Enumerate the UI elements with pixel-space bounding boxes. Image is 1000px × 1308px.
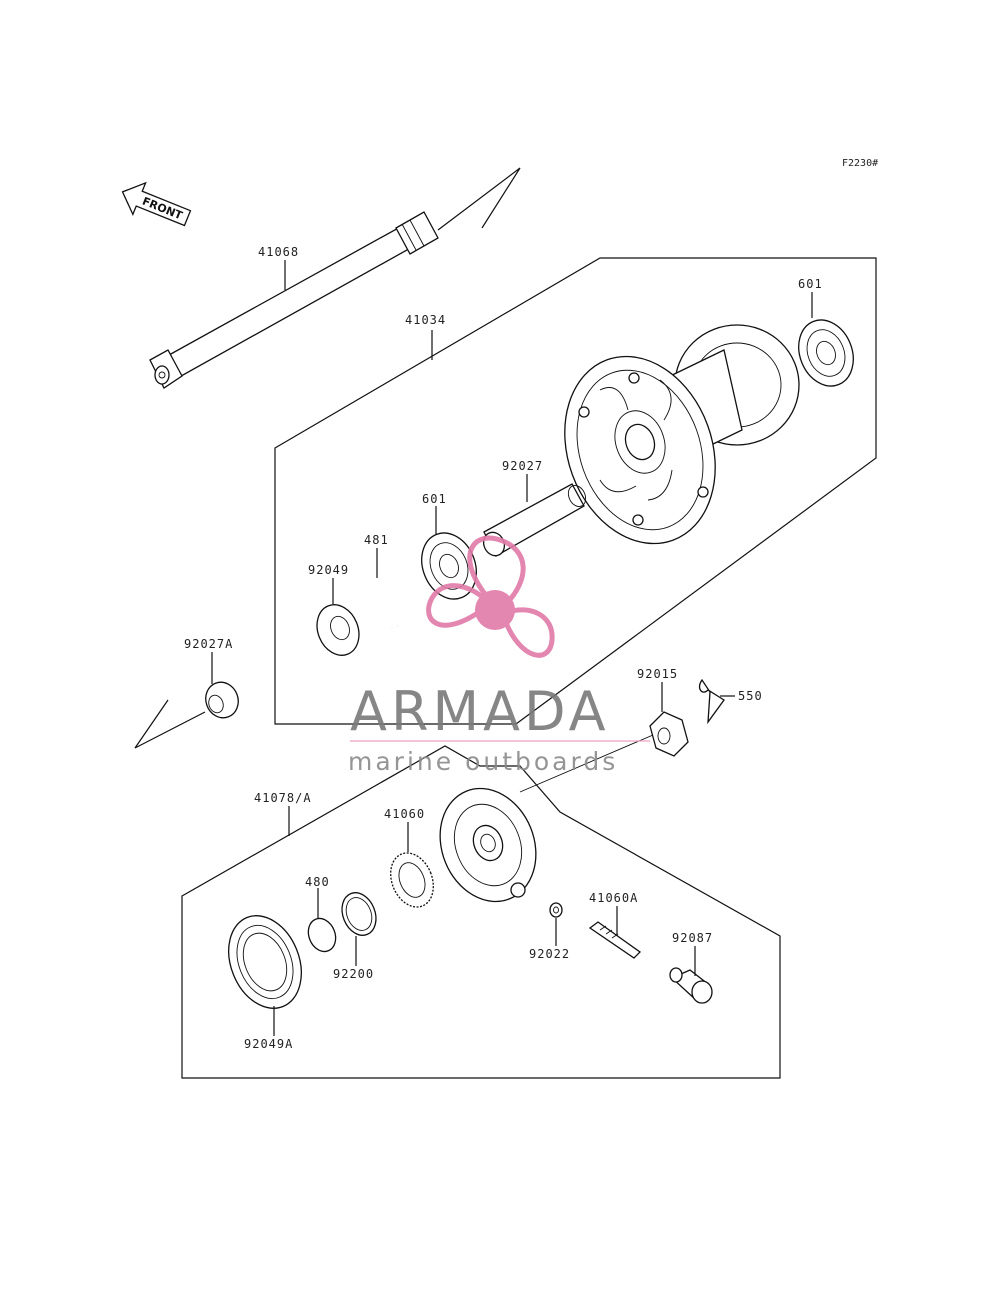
callout-92022: 92022 xyxy=(529,947,570,961)
cotter-pin-550 xyxy=(698,678,725,725)
hub-assembly-boundary xyxy=(274,257,877,725)
ring-92200 xyxy=(341,892,377,936)
callout-550: 550 xyxy=(738,689,763,703)
seal-92049A xyxy=(228,915,302,1009)
callout-41060A: 41060A xyxy=(589,891,638,905)
callout-41078: 41078/A xyxy=(254,791,312,805)
callout-41068: 41068 xyxy=(258,245,299,259)
brake-panel xyxy=(439,787,537,903)
bushing-92087 xyxy=(669,967,713,1004)
bearing-601-lower xyxy=(421,532,477,600)
collar-92027A xyxy=(134,681,239,749)
watermark-brand: ARMADA xyxy=(350,680,610,743)
callout-92027: 92027 xyxy=(502,459,543,473)
callout-92049: 92049 xyxy=(308,563,349,577)
callout-92200: 92200 xyxy=(333,967,374,981)
axis-line-lower xyxy=(519,731,661,793)
nut-92015 xyxy=(649,711,689,757)
callout-480: 480 xyxy=(305,875,330,889)
callout-92049A: 92049A xyxy=(244,1037,293,1051)
callout-481: 481 xyxy=(364,533,389,547)
pinion-41060A xyxy=(588,921,642,959)
callout-92027A: 92027A xyxy=(184,637,233,651)
circlip-480 xyxy=(307,917,337,953)
axle-41068 xyxy=(149,167,521,389)
seal-92049 xyxy=(316,604,360,656)
front-hub xyxy=(564,324,800,545)
front-arrow-icon: FRONT xyxy=(121,181,192,227)
callout-92087: 92087 xyxy=(672,931,713,945)
propeller-logo-icon xyxy=(426,535,555,658)
brake-panel-boundary xyxy=(181,745,781,1079)
callout-601-upper: 601 xyxy=(798,277,823,291)
bearing-601-upper xyxy=(798,319,854,387)
spacer-92027 xyxy=(482,483,587,557)
watermark-tagline: marine outboards xyxy=(348,747,618,776)
circlip-481 xyxy=(366,577,410,630)
armada-watermark: ARMADA marine outboards xyxy=(348,535,650,776)
figure-code: F2230# xyxy=(842,158,878,169)
callout-41060: 41060 xyxy=(384,807,425,821)
gear-41060 xyxy=(390,852,434,908)
washer-92022 xyxy=(549,902,563,918)
callout-41034: 41034 xyxy=(405,313,446,327)
callout-601-lower: 601 xyxy=(422,492,447,506)
callout-92015: 92015 xyxy=(637,667,678,681)
